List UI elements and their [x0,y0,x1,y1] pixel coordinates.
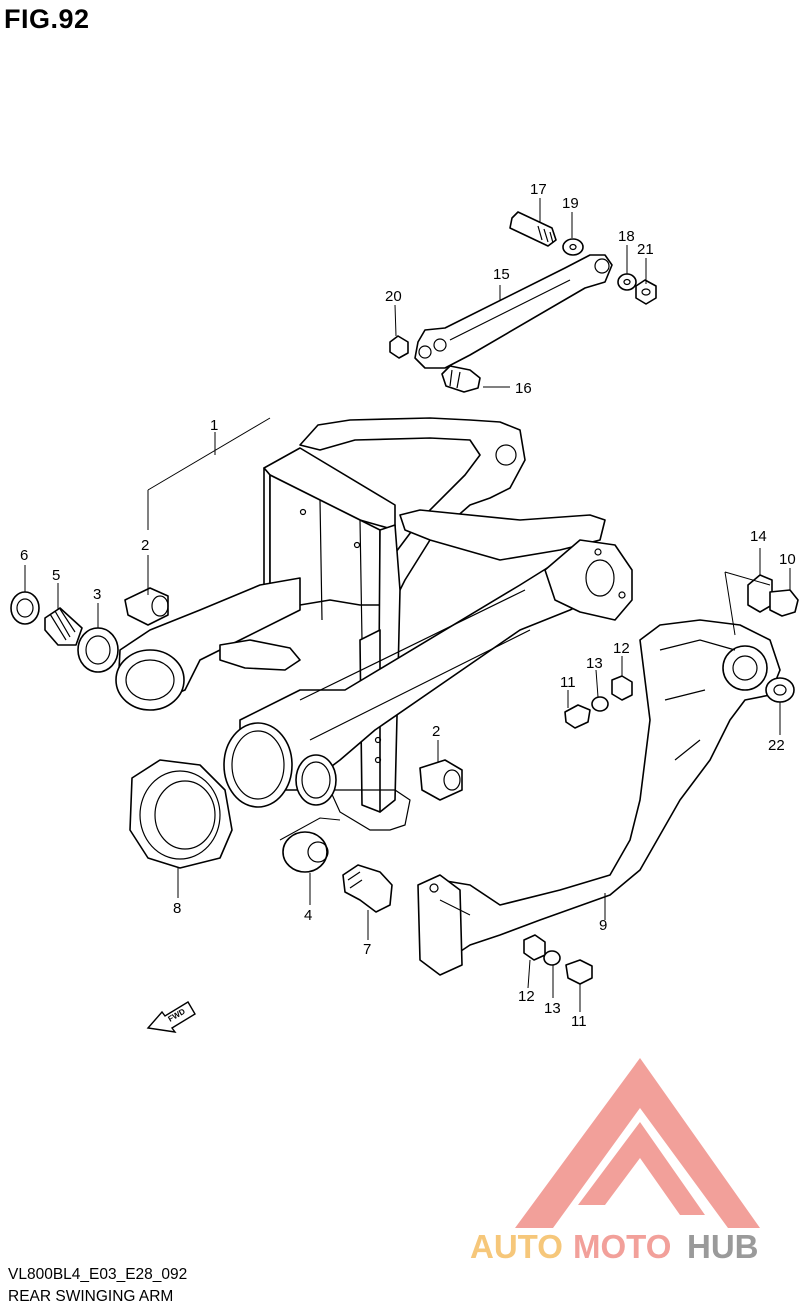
fwd-arrow-marker: FWD [146,1001,196,1033]
callout-1: 1 [210,417,218,434]
automotohub-logo: AUTO MOTO HUB [470,1058,760,1265]
callout-11-lower: 11 [571,1013,587,1030]
logo-word-hub: HUB [687,1228,759,1265]
swinging-arm-1 [115,417,633,831]
washer-13-upper [591,696,609,712]
callout-14: 14 [750,528,767,545]
bushing-2-lower [419,759,463,801]
callout-2-upper: 2 [141,537,149,554]
callout-15: 15 [493,266,510,283]
callout-22: 22 [768,737,785,754]
callout-12-upper: 12 [613,640,630,657]
callout-21: 21 [637,241,654,258]
boot-8 [129,759,233,869]
washer-18 [617,273,637,291]
nut-21 [635,279,657,305]
logo-triangle-inner [578,1122,705,1215]
callout-3: 3 [93,586,101,603]
washer-13-lower [543,950,561,966]
callout-7: 7 [363,941,371,958]
leader-lines [24,198,791,1012]
nut-20 [389,335,409,359]
logo-word-moto: MOTO [573,1228,671,1265]
washer-19 [562,238,584,256]
callout-numbers: 1 2 2 3 4 5 6 7 8 9 10 11 11 12 12 13 13… [20,181,796,1030]
callout-10: 10 [779,551,796,568]
model-code: VL800BL4_E03_E28_092 [8,1266,188,1283]
link-rod-15 [414,254,613,369]
callout-13-lower: 13 [544,1000,561,1017]
pivot-bolt-7 [342,864,393,913]
oil-seal-6 [10,591,40,625]
callout-6: 6 [20,547,28,564]
callout-13-upper: 13 [586,655,603,672]
bearing-4 [282,831,329,873]
cap-22 [765,677,795,703]
bolt-14 [747,574,773,613]
bolt-11-lower [565,959,593,985]
callout-2-lower: 2 [432,723,440,740]
bolt-17 [509,211,557,247]
bushing-2-upper [124,587,169,626]
bolt-11-upper [564,704,591,729]
callout-20: 20 [385,288,402,305]
adjuster-bolt-5 [44,607,83,646]
logo-word-auto: AUTO [470,1228,563,1265]
bushing-12-upper [611,675,633,701]
callout-12-lower: 12 [518,988,535,1005]
bushing-12-lower [523,934,546,961]
callout-11-upper: 11 [560,674,576,691]
bolt-16 [441,365,481,393]
right-arm-9 [417,619,781,976]
callout-16: 16 [515,380,532,397]
logo-triangle-outer [515,1058,760,1228]
callout-17: 17 [530,181,547,198]
callout-4: 4 [304,907,312,924]
bearing-3 [77,627,119,673]
callout-18: 18 [618,228,635,245]
figure-title: FIG.92 [4,4,90,34]
cap-10 [769,589,799,617]
callout-19: 19 [562,195,579,212]
callout-8: 8 [173,900,181,917]
callout-5: 5 [52,567,60,584]
callout-9: 9 [599,917,607,934]
figure-name: REAR SWINGING ARM [8,1288,174,1305]
